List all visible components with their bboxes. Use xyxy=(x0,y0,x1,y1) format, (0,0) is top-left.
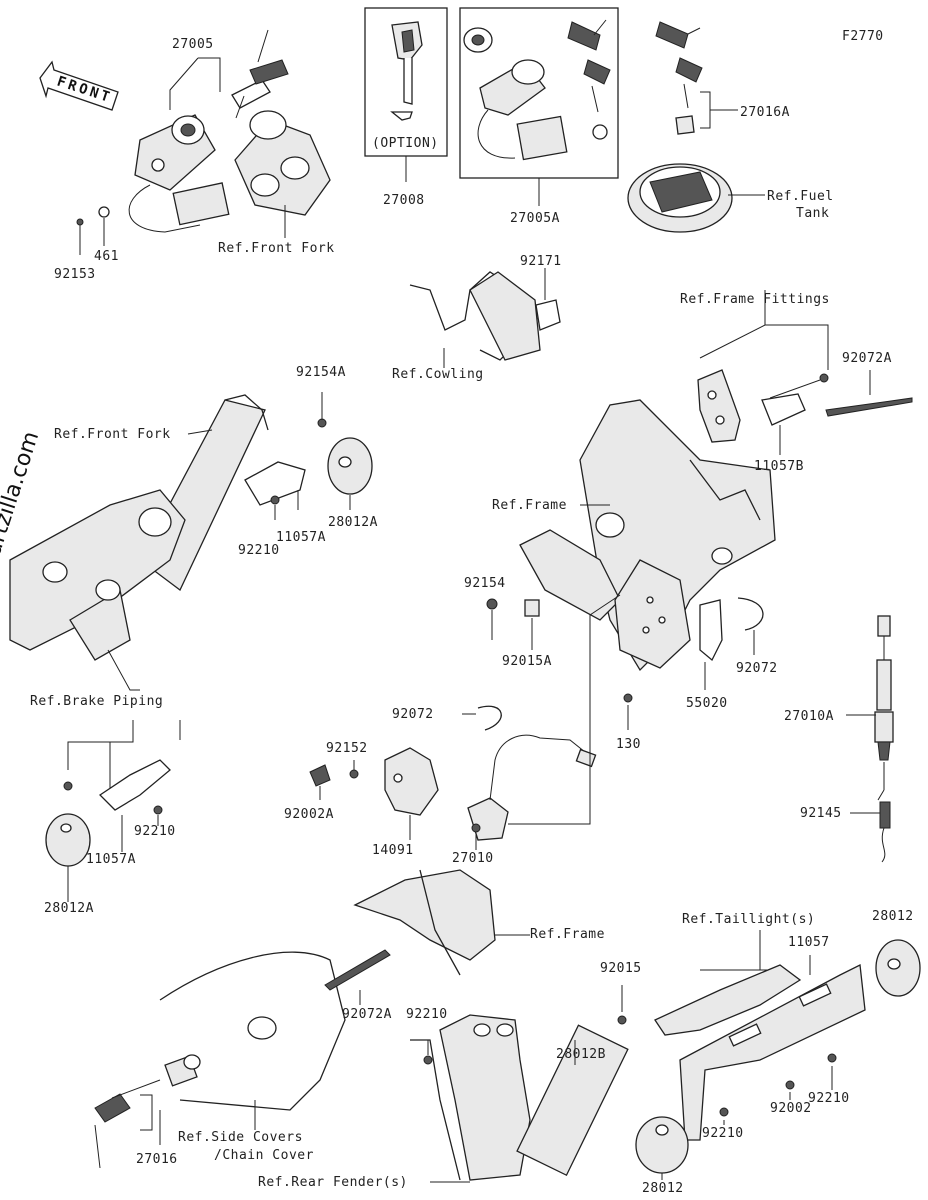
band-92072-right xyxy=(737,597,764,631)
label-92210-center: 92210 xyxy=(406,1007,448,1022)
label-ref-side-covers-1: Ref.Side Covers xyxy=(178,1130,303,1145)
label-ref-front-fork-mid: Ref.Front Fork xyxy=(54,427,171,442)
label-27010: 27010 xyxy=(452,851,494,866)
bracket-11057B xyxy=(761,393,806,426)
label-92152: 92152 xyxy=(326,741,368,756)
label-28012-right: 28012 xyxy=(872,909,914,924)
label-92210-mid: 92210 xyxy=(238,543,280,558)
label-28012A-mid: 28012A xyxy=(328,515,378,530)
label-27005: 27005 xyxy=(172,37,214,52)
label-92210-left: 92210 xyxy=(134,824,176,839)
side-cover xyxy=(159,951,346,1111)
label-27008: 27008 xyxy=(383,193,425,208)
frame-fitting-bracket xyxy=(697,369,741,443)
label-27010A: 27010A xyxy=(784,709,834,724)
label-130: 130 xyxy=(616,737,641,752)
label-ref-frame-bottom: Ref.Frame xyxy=(530,927,605,942)
label-28012B: 28012B xyxy=(556,1047,606,1062)
sensor-27010A xyxy=(874,615,894,761)
label-92210-right: 92210 xyxy=(808,1091,850,1106)
fuel-cap xyxy=(627,163,733,233)
label-55020: 55020 xyxy=(686,696,728,711)
label-11057: 11057 xyxy=(788,935,830,950)
band-92072-center xyxy=(477,705,502,731)
rear-fender xyxy=(410,1014,531,1181)
label-ref-taillight: Ref.Taillight(s) xyxy=(682,912,816,927)
reflector-28012A-left xyxy=(45,813,91,867)
label-ref-cowling: Ref.Cowling xyxy=(392,367,484,382)
key-27016A xyxy=(655,21,703,135)
label-92154A: 92154A xyxy=(296,365,346,380)
label-ref-fuel-tank-1: Ref.Fuel xyxy=(767,189,834,204)
label-option: (OPTION) xyxy=(372,136,439,151)
label-27005A: 27005A xyxy=(510,211,560,226)
label-11057B: 11057B xyxy=(754,459,804,474)
label-11057A-mid: 11057A xyxy=(276,530,326,545)
switch-cover-14091 xyxy=(384,747,439,816)
blank-key-27008 xyxy=(391,21,423,105)
label-92171: 92171 xyxy=(520,254,562,269)
label-461: 461 xyxy=(94,249,119,264)
bracket-55020 xyxy=(699,599,723,662)
label-28012-bottom: 28012 xyxy=(642,1181,684,1196)
front-fork-assembly xyxy=(9,394,269,661)
spring-92145 xyxy=(877,789,891,863)
reflector-28012-right xyxy=(875,939,921,997)
reflector-28012-bottom xyxy=(635,1116,689,1174)
reflector-28012B xyxy=(516,1024,629,1177)
main-frame xyxy=(519,399,776,672)
collar-92015A xyxy=(524,599,540,617)
label-92072A-bottom: 92072A xyxy=(342,1007,392,1022)
switch-27010 xyxy=(467,734,597,841)
label-92210-bottom: 92210 xyxy=(702,1126,744,1141)
label-ref-rear-fender: Ref.Rear Fender(s) xyxy=(258,1175,408,1190)
label-27016A: 27016A xyxy=(740,105,790,120)
label-ref-side-covers-2: /Chain Cover xyxy=(214,1148,314,1163)
label-27016: 27016 xyxy=(136,1152,178,1167)
lock-cylinder-27016 xyxy=(94,1054,201,1169)
ignition-switch-27005 xyxy=(128,114,230,233)
label-92015: 92015 xyxy=(600,961,642,976)
label-92002A: 92002A xyxy=(284,807,334,822)
label-92015A: 92015A xyxy=(502,654,552,669)
label-ref-brake-piping: Ref.Brake Piping xyxy=(30,694,164,709)
taillight-bracket-11057 xyxy=(654,964,866,1141)
label-28012A-left: 28012A xyxy=(44,901,94,916)
reflector-bracket-left xyxy=(63,759,171,815)
diagram-id: F2770 xyxy=(842,29,884,44)
label-92072-right: 92072 xyxy=(736,661,778,676)
key-set-27005A xyxy=(463,19,611,161)
label-ref-fuel-tank-2: Tank xyxy=(796,206,830,221)
cowling-bracket xyxy=(409,271,561,361)
rear-frame-piece xyxy=(353,869,496,976)
reflector-28012A-mid xyxy=(327,437,373,495)
label-92002: 92002 xyxy=(770,1101,812,1116)
label-92072-center: 92072 xyxy=(392,707,434,722)
reflector-bracket-mid xyxy=(244,418,327,506)
fork-bracket-top xyxy=(234,110,331,216)
label-92153: 92153 xyxy=(54,267,96,282)
label-14091: 14091 xyxy=(372,843,414,858)
label-92145: 92145 xyxy=(800,806,842,821)
label-92072A-top: 92072A xyxy=(842,351,892,366)
label-ref-frame-mid: Ref.Frame xyxy=(492,498,567,513)
label-92154: 92154 xyxy=(464,576,506,591)
label-11057A-left: 11057A xyxy=(86,852,136,867)
cable-92072A-bottom xyxy=(324,949,391,991)
label-ref-frame-fittings: Ref.Frame Fittings xyxy=(680,292,830,307)
label-ref-front-fork-top: Ref.Front Fork xyxy=(218,241,335,256)
key-pair-top-left xyxy=(231,29,289,119)
front-arrow xyxy=(39,60,119,111)
